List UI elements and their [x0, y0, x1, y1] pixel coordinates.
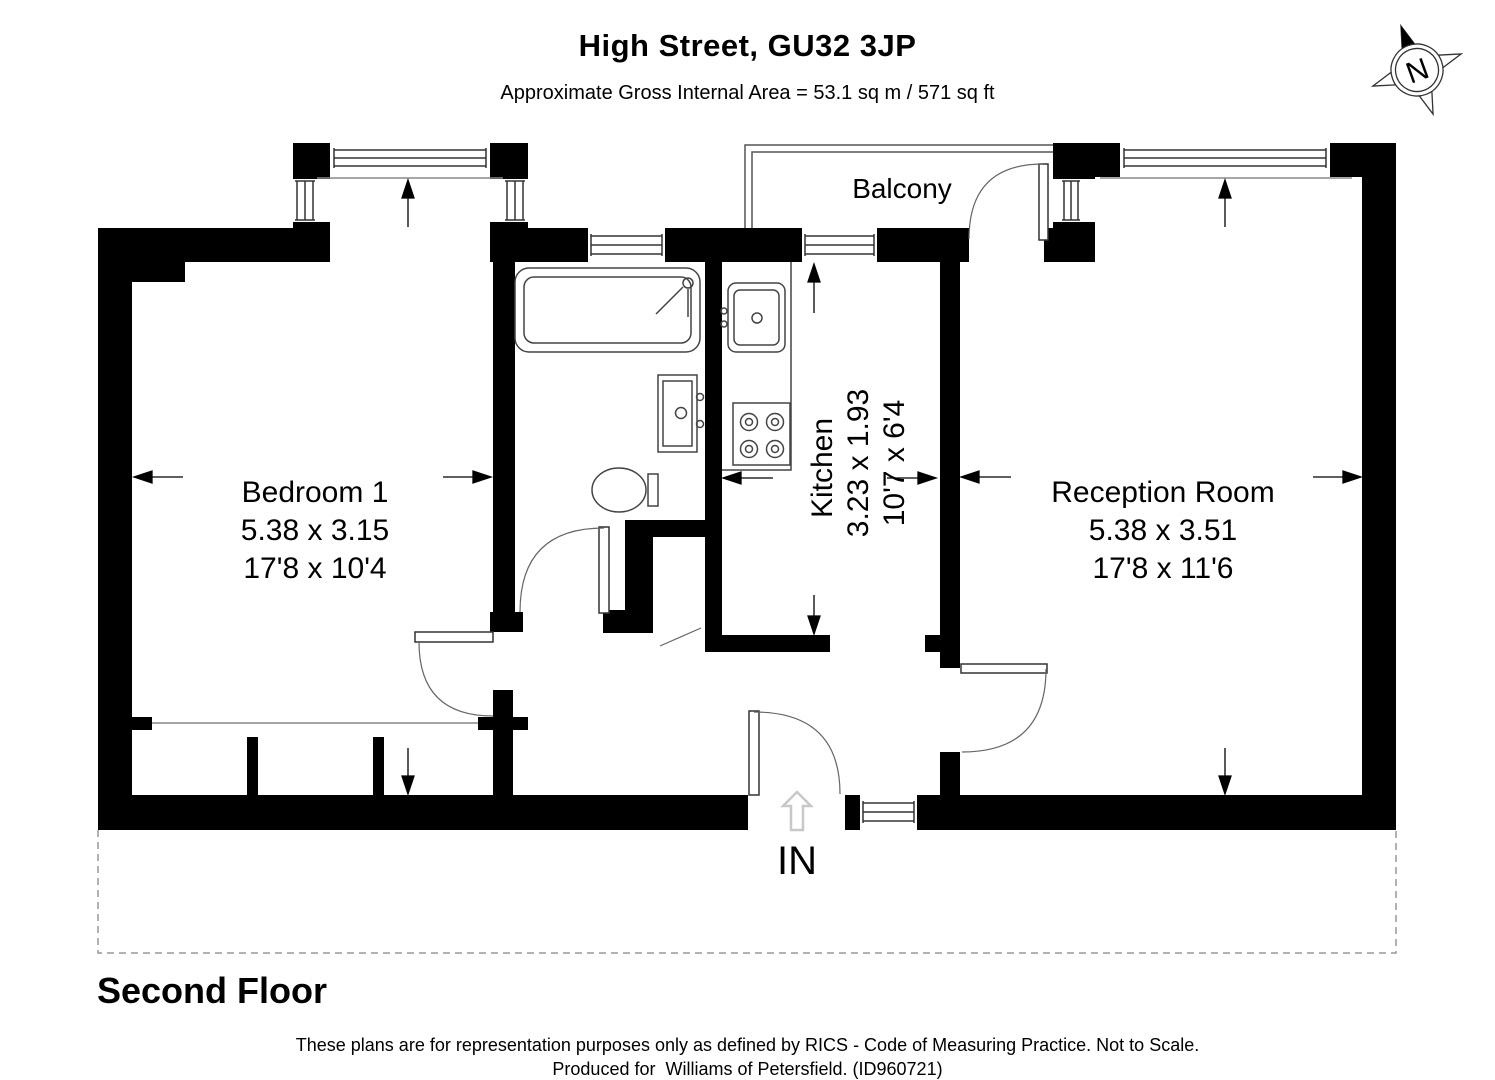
bedroom-arrow-right: [443, 470, 494, 484]
doors: [414, 163, 1049, 796]
bedroom-dim-imperial: 17'8 x 10'4: [243, 552, 386, 585]
kitchen-window: [802, 228, 877, 262]
cupboard-door: [659, 627, 702, 647]
kitchen-arrow-right: [887, 471, 939, 485]
bedroom-dim-metric: 5.38 x 3.15: [241, 514, 389, 547]
entrance-in-arrow-icon: [779, 790, 815, 832]
reception-arrow-up: [1218, 177, 1232, 227]
reception-arrow-left: [958, 470, 1011, 484]
kitchen-counter: [722, 262, 792, 471]
north-compass-icon: N: [1370, 23, 1464, 117]
bedroom-arrow-down: [401, 748, 415, 797]
produced-for-text: Produced for Williams of Petersfield. (I…: [552, 1059, 943, 1079]
walls: [98, 143, 1396, 830]
balcony-label: Balcony: [852, 173, 952, 204]
reception-window: [1100, 143, 1352, 179]
kitchen-arrow-down: [807, 595, 821, 637]
reception-dim-imperial: 17'8 x 11'6: [1092, 552, 1233, 585]
area-subtitle: Approximate Gross Internal Area = 53.1 s…: [500, 82, 995, 104]
bedroom-door: [414, 631, 494, 717]
floor-title: Second Floor: [97, 970, 328, 1011]
reception-arrow-down: [1218, 748, 1232, 797]
entrance-window: [860, 795, 917, 830]
dashed-boundary: [97, 830, 1397, 954]
basin: [657, 374, 705, 453]
disclaimer-text: These plans are for representation purpo…: [295, 1035, 1200, 1055]
entrance-in-label: IN: [777, 839, 817, 883]
kitchen-dim-imperial: 10'7 x 6'4: [878, 400, 911, 527]
balcony-door: [968, 163, 1049, 241]
toilet: [591, 467, 659, 513]
bathtub: [514, 267, 701, 353]
hob: [732, 402, 791, 466]
kitchen-label: Kitchen: [806, 418, 839, 518]
page-title: High Street, GU32 3JP: [578, 28, 917, 63]
kitchen-sink: [720, 282, 786, 353]
bay-side-window-left: [293, 179, 317, 222]
bedroom-arrow-up: [401, 177, 415, 227]
bedroom-arrow-left: [131, 470, 183, 484]
bathroom-door: [519, 526, 610, 614]
reception-door: [960, 663, 1048, 753]
bedroom-label: Bedroom 1: [242, 476, 389, 509]
reception-arrow-right: [1313, 470, 1364, 484]
bay-side-window-right: [503, 179, 528, 222]
reception-dim-metric: 5.38 x 3.51: [1089, 514, 1237, 547]
reception-side-window: [1060, 179, 1082, 222]
bay-window: [317, 143, 503, 179]
windows: [293, 143, 1352, 830]
bathroom-window: [588, 228, 665, 262]
fixtures: [152, 262, 792, 724]
reception-label: Reception Room: [1051, 476, 1274, 509]
dimension-arrows: [131, 177, 1364, 797]
kitchen-dim-metric: 3.23 x 1.93: [842, 389, 875, 537]
shower-head-icon: [682, 277, 694, 289]
kitchen-arrow-up: [807, 261, 821, 313]
front-door: [748, 710, 841, 796]
room-labels: Balcony Bedroom 1 5.38 x 3.15 17'8 x 10'…: [241, 173, 1275, 883]
kitchen-arrow-left: [720, 471, 773, 485]
balcony-outline: [744, 144, 1053, 228]
